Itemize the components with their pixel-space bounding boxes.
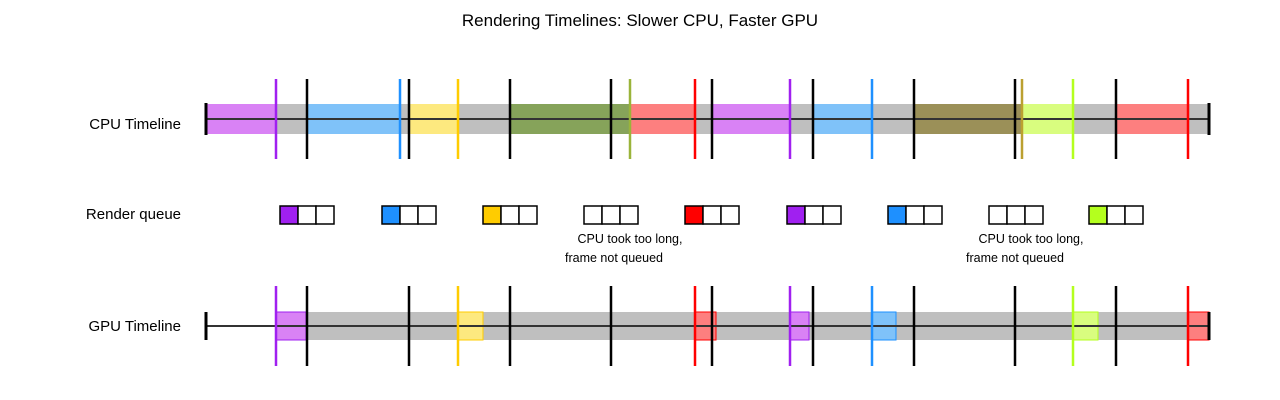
render-queue-slot: [500, 205, 520, 225]
render-queue-slot: [315, 205, 335, 225]
render-queue-slot: [822, 205, 842, 225]
render-queue-slot: [619, 205, 639, 225]
render-queue-slot: [1124, 205, 1144, 225]
render-queue-slot: [399, 205, 419, 225]
render-queue-slot: [583, 205, 603, 225]
render-queue-slot: [905, 205, 925, 225]
render-queue-slot: [804, 205, 824, 225]
render-queue-slot: [417, 205, 437, 225]
render-queue-slot: [297, 205, 317, 225]
render-queue-slot: [381, 205, 401, 225]
render-queue-label: Render queue: [86, 206, 181, 223]
render-queue-slot: [887, 205, 907, 225]
render-queue-slot: [1106, 205, 1126, 225]
render-queue-slot: [601, 205, 621, 225]
render-queue-slot: [482, 205, 502, 225]
diagram-title: Rendering Timelines: Slower CPU, Faster …: [462, 11, 818, 30]
note-2-line-2: frame not queued: [966, 251, 1064, 265]
render-queue-slot: [923, 205, 943, 225]
render-queue-slot: [279, 205, 299, 225]
render-queue-slot: [1006, 205, 1026, 225]
render-queue-slot: [1088, 205, 1108, 225]
note-1-line-1: CPU took too long,: [578, 232, 683, 246]
render-queue-slot: [702, 205, 722, 225]
render-queue-slot: [518, 205, 538, 225]
render-queue-slot: [684, 205, 704, 225]
render-queue-slot: [1024, 205, 1044, 225]
gpu-timeline: [204, 286, 1211, 366]
render-queue-slot: [988, 205, 1008, 225]
cpu-timeline: [204, 79, 1211, 159]
render-queue-slot: [786, 205, 806, 225]
note-1-line-2: frame not queued: [565, 251, 663, 265]
render-queue-slot: [720, 205, 740, 225]
render-queue: [279, 205, 1144, 225]
note-2-line-1: CPU took too long,: [979, 232, 1084, 246]
cpu-timeline-label: CPU Timeline: [89, 116, 181, 133]
gpu-timeline-label: GPU Timeline: [88, 318, 181, 335]
